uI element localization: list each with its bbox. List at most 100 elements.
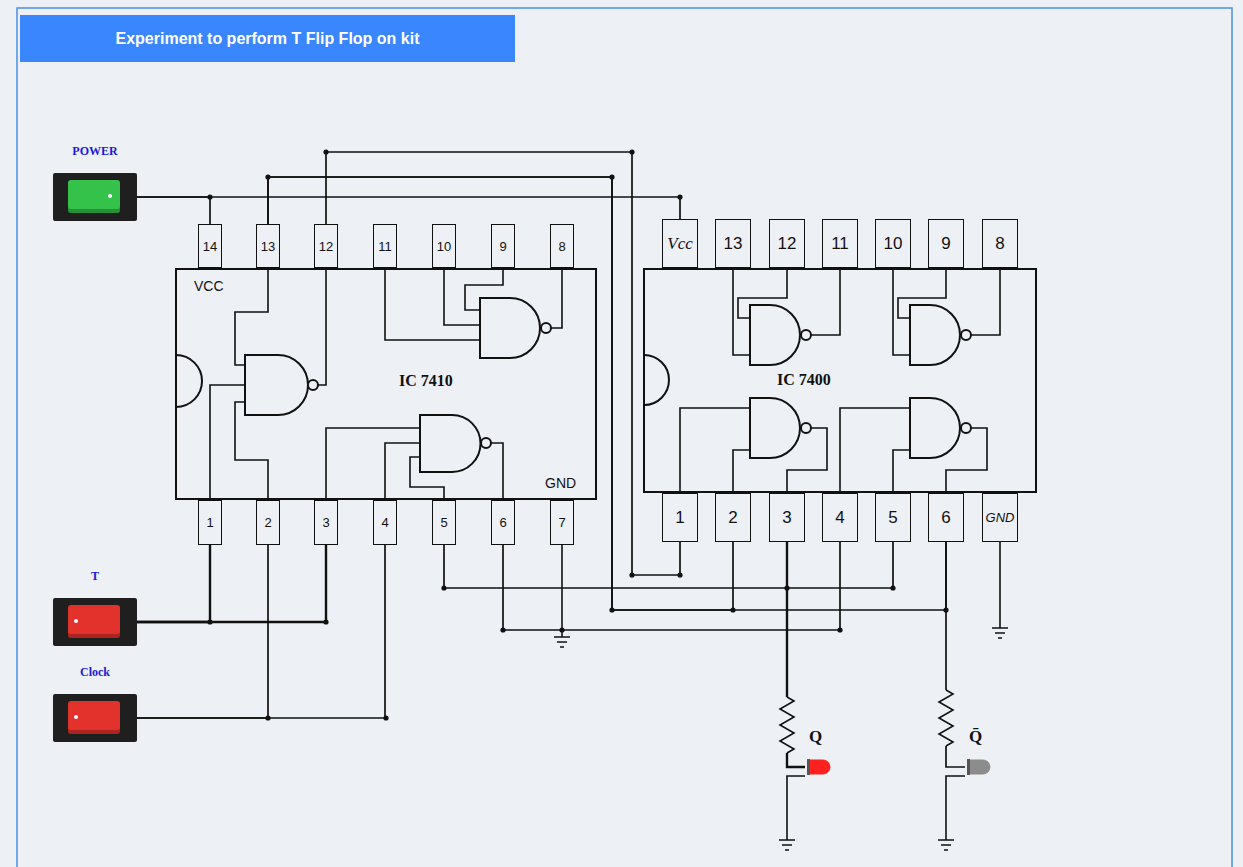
- ground-wire: [946, 776, 965, 840]
- junction-dot: [323, 149, 328, 154]
- wire: [137, 545, 385, 718]
- ic-pin: Vcc: [662, 219, 698, 268]
- nand-gate: [801, 330, 811, 340]
- internal-wire: [491, 443, 503, 500]
- ic-pin: 10: [875, 219, 911, 268]
- title-band: Experiment to perform T Flip Flop on kit: [20, 15, 515, 62]
- pin-number: 8: [995, 234, 1004, 254]
- pin-number: 9: [499, 239, 506, 254]
- wire: [946, 542, 965, 767]
- chip-label: VCC: [194, 278, 224, 294]
- junction-dot: [265, 715, 270, 720]
- page-frame: [17, 8, 1232, 867]
- pin-number: 8: [558, 239, 565, 254]
- internal-wire: [898, 268, 946, 318]
- ic-pin: 13: [715, 219, 751, 268]
- nand-gate: [801, 423, 811, 433]
- resistor-symbol: [780, 690, 953, 753]
- nand-gate: [910, 398, 960, 458]
- pin-number: 3: [782, 508, 791, 528]
- ground-symbol: [779, 840, 795, 850]
- ic-pin: 1: [662, 493, 698, 542]
- switch-dot: [74, 619, 78, 623]
- wire: [444, 542, 787, 588]
- led-label: Q̄: [969, 727, 982, 747]
- wire: [787, 542, 805, 767]
- chip-label: IC 7400: [777, 371, 831, 389]
- ic-pin: 8: [982, 219, 1018, 268]
- junction-dot: [559, 627, 564, 632]
- wire: [268, 177, 946, 610]
- led-rim: [807, 759, 810, 775]
- wire: [268, 177, 733, 610]
- internal-wire: [444, 268, 480, 325]
- ic-pin: 6: [491, 500, 515, 545]
- junction-dot: [441, 585, 446, 590]
- junction-dot: [677, 572, 682, 577]
- resistor-symbol: [939, 690, 953, 746]
- internal-wire: [235, 402, 268, 500]
- pin-number: 1: [206, 515, 213, 530]
- ic-notch: [176, 355, 202, 407]
- internal-wire: [465, 268, 503, 310]
- toggle-switch: Clock: [53, 694, 137, 742]
- pin-number: 5: [888, 508, 897, 528]
- internal-wire: [946, 428, 987, 493]
- pin-number: 4: [835, 508, 844, 528]
- nand-gate: [961, 423, 971, 433]
- pin-number: 7: [558, 515, 565, 530]
- switch-rocker: [68, 180, 120, 213]
- switch-label: T: [23, 569, 167, 584]
- internal-wire: [235, 268, 268, 365]
- ic-pin: 2: [256, 500, 280, 545]
- internal-wire: [733, 268, 750, 355]
- pin-number: 2: [728, 508, 737, 528]
- ground-symbol: [554, 628, 1008, 850]
- ic-pin: 13: [256, 224, 280, 268]
- switch-label: POWER: [23, 144, 167, 159]
- pin-number: 5: [440, 515, 447, 530]
- pin-number: 9: [941, 234, 950, 254]
- junction-dot: [784, 585, 789, 590]
- nand-gate: [308, 380, 318, 390]
- nand-gate: [541, 323, 551, 333]
- led-indicator: Q̄: [965, 756, 995, 778]
- ic-pin: 3: [314, 500, 338, 545]
- led-rim: [967, 759, 970, 775]
- internal-wire: [840, 408, 910, 493]
- pin-number: 10: [437, 239, 451, 254]
- ground-wire: [787, 776, 805, 840]
- internal-wire: [811, 268, 840, 335]
- resistor-symbol: [780, 697, 794, 753]
- ic-pin: 2: [715, 493, 751, 542]
- pin-number: 4: [381, 515, 388, 530]
- ic-pin: 12: [769, 219, 805, 268]
- pin-number: 10: [884, 234, 903, 254]
- pin-number: 11: [831, 234, 849, 254]
- junction-dot: [207, 619, 212, 624]
- ic-chip: IC 7410VCCGND: [175, 268, 597, 500]
- internal-wire: [893, 450, 910, 493]
- junction-dot: [943, 607, 948, 612]
- toggle-switch: T: [53, 598, 137, 646]
- ground-symbol: [938, 840, 954, 850]
- ic-pin: 4: [373, 500, 397, 545]
- ground-symbol: [554, 637, 570, 647]
- ic-pin: 14: [198, 224, 222, 268]
- ic-pin: 1: [198, 500, 222, 545]
- title-text: Experiment to perform T Flip Flop on kit: [115, 30, 419, 48]
- nand-gate: [480, 298, 540, 358]
- ic-pin: 9: [491, 224, 515, 268]
- internal-wire: [551, 268, 562, 328]
- junction-dot: [383, 715, 388, 720]
- ic-pin: 8: [550, 224, 574, 268]
- junction-dot: [207, 194, 212, 199]
- ic-pin: 4: [822, 493, 858, 542]
- junction-dot: [629, 149, 634, 154]
- pin-number: 13: [261, 239, 275, 254]
- junction-dot: [837, 627, 842, 632]
- pin-number: 14: [203, 239, 217, 254]
- ic-pin: 12: [314, 224, 338, 268]
- junction-dot: [500, 627, 505, 632]
- chip-label: IC 7410: [399, 372, 453, 390]
